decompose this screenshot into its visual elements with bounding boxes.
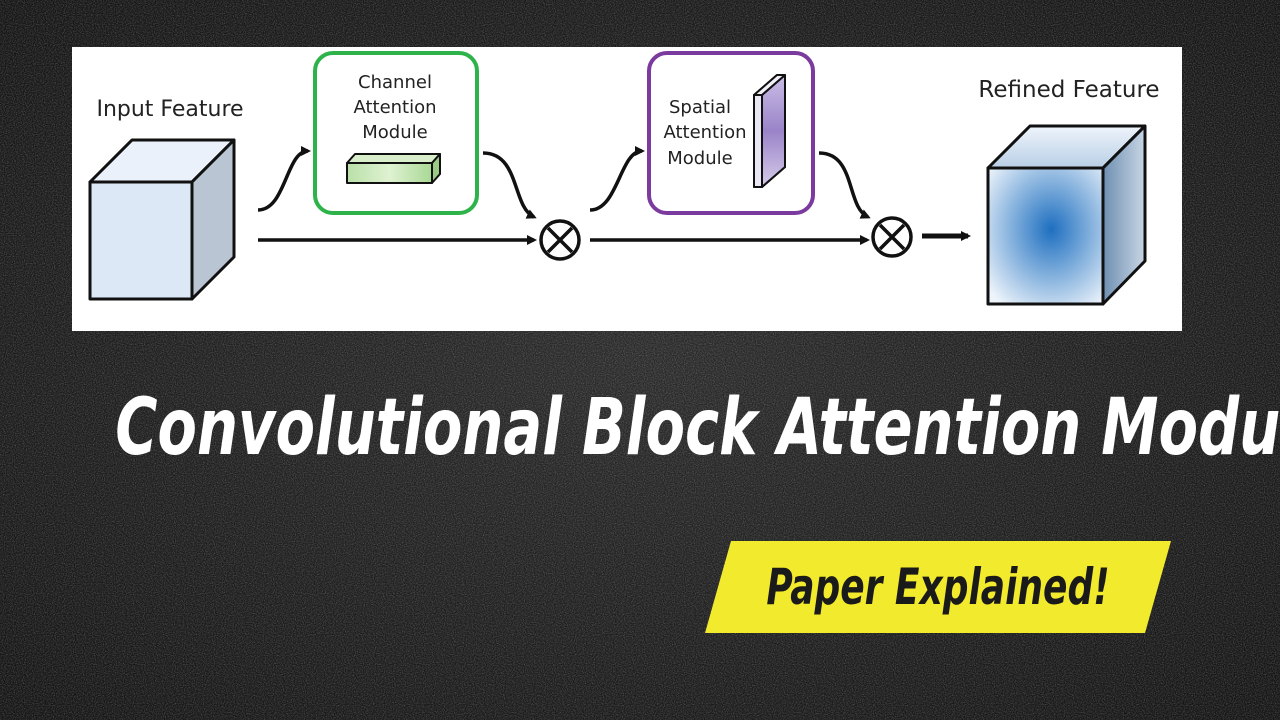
arrow-to-spatial-module: [589, 146, 645, 212]
badge-background: [705, 541, 1171, 633]
multiply-operator-2: [871, 216, 913, 258]
refined-feature-label: Refined Feature: [978, 77, 1159, 103]
spatial-module-line1: Spatial: [669, 97, 731, 118]
video-title: Convolutional Block Attention Module: [115, 383, 1280, 473]
channel-module-line3: Module: [362, 122, 427, 143]
multiply-operator-1: [539, 219, 581, 261]
spatial-attention-plate: [753, 74, 786, 188]
channel-module-line2: Attention: [353, 97, 436, 118]
refined-feature-cube: [986, 124, 1147, 306]
paper-explained-badge: Paper Explained!: [705, 541, 1171, 633]
spatial-module-line2: Attention: [663, 122, 746, 143]
arrow-to-channel-module: [257, 146, 311, 212]
arrow-from-channel-module: [482, 151, 537, 219]
arrow-from-spatial-module: [818, 151, 871, 219]
channel-attention-bar: [346, 153, 441, 184]
input-feature-cube: [88, 138, 236, 301]
badge-label: Paper Explained!: [766, 558, 1110, 616]
channel-module-line1: Channel: [358, 72, 432, 93]
cbam-diagram: Input Feature Channel Attention Module: [72, 47, 1182, 331]
input-feature-label: Input Feature: [96, 97, 243, 122]
spatial-module-line3: Module: [667, 148, 732, 169]
